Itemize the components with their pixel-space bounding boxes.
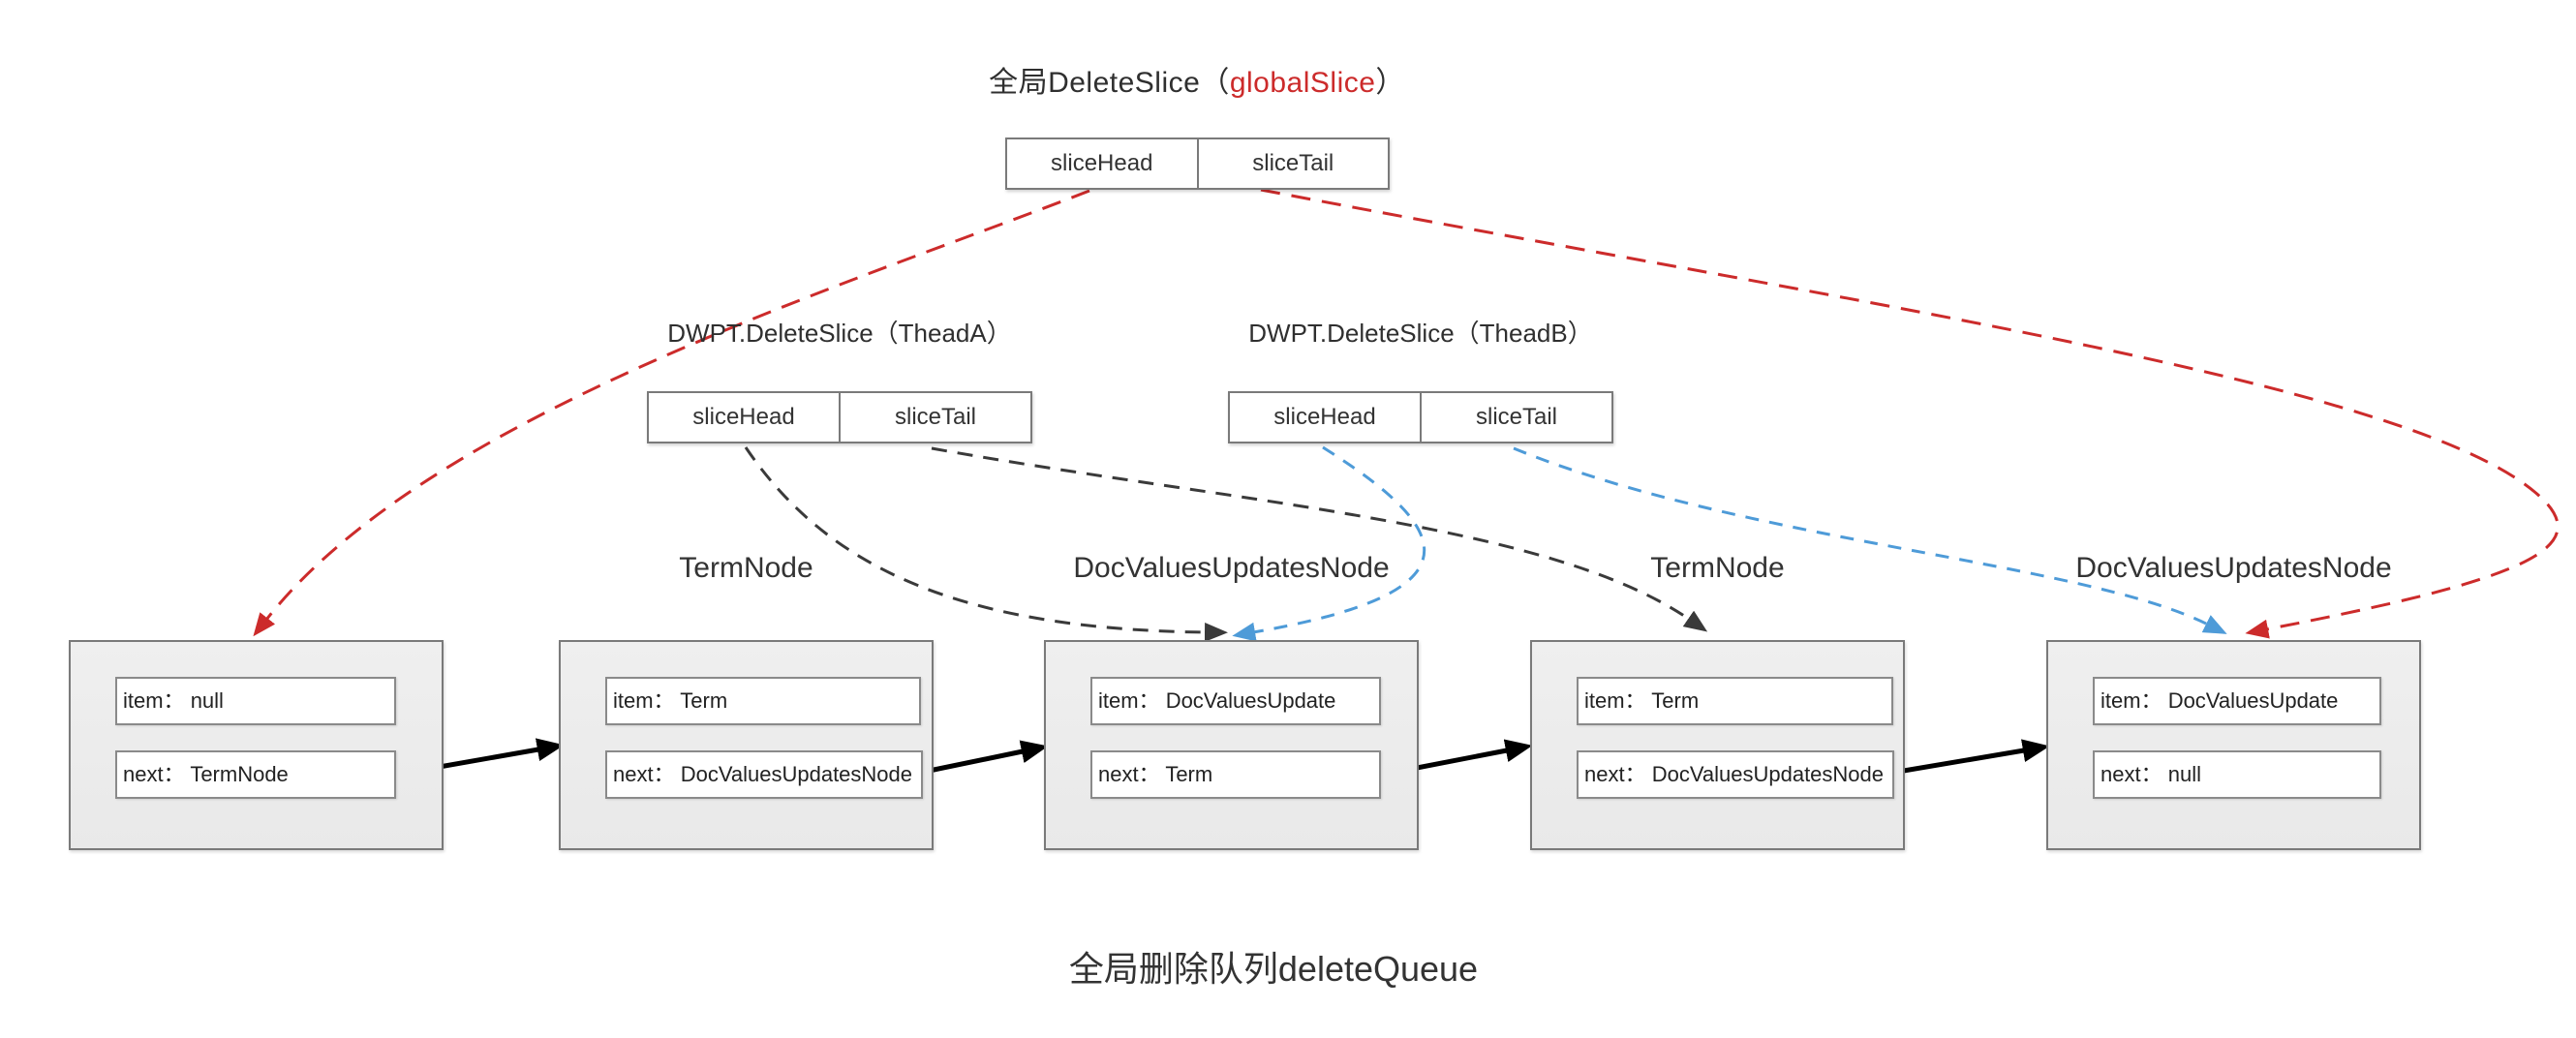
queue-node-1: item： null next： TermNode <box>69 640 444 850</box>
thread-a-slicehead-cell: sliceHead <box>692 404 795 430</box>
global-slice-title-suffix: ） <box>1375 67 1405 99</box>
queue-node-5: item： DocValuesUpdate next： null <box>2046 640 2421 850</box>
node1-next-row: next： TermNode <box>115 750 396 799</box>
node5-item-row: item： DocValuesUpdate <box>2093 677 2381 725</box>
node3-next-value: Term <box>1165 762 1213 786</box>
next-field-label: next： <box>123 762 185 786</box>
node4-next-row: next： DocValuesUpdatesNode <box>1577 750 1894 799</box>
node2-item-row: item： Term <box>605 677 921 725</box>
node3-item-value: DocValuesUpdate <box>1165 688 1336 713</box>
next-field-label: next： <box>1098 762 1160 786</box>
next-field-label: next： <box>2101 762 2162 786</box>
item-field-label: item： <box>613 688 675 713</box>
node5-item-value: DocValuesUpdate <box>2167 688 2339 713</box>
node1-next-value: TermNode <box>190 762 289 786</box>
global-slice-table: sliceHead sliceTail <box>1005 137 1390 190</box>
node2-item-value: Term <box>680 688 728 713</box>
delete-queue-caption: 全局删除队列deleteQueue <box>1068 949 1479 989</box>
next-field-label: next： <box>1584 762 1646 786</box>
thread-a-slicetail-arrow <box>931 446 1708 632</box>
node2-type-label: TermNode <box>679 552 813 584</box>
node2-next-value: DocValuesUpdatesNode <box>680 762 913 786</box>
node4-item-row: item： Term <box>1577 677 1893 725</box>
global-slicehead-cell: sliceHead <box>1051 150 1153 176</box>
global-slice-title-highlight: globalSlice <box>1229 67 1376 99</box>
node4-type-label: TermNode <box>1650 552 1785 584</box>
item-field-label: item： <box>2101 688 2162 713</box>
item-field-label: item： <box>1098 688 1160 713</box>
thread-a-table: sliceHead sliceTail <box>647 391 1032 443</box>
thread-a-title: DWPT.DeleteSlice（TheadA） <box>667 319 1012 348</box>
node3-next-row: next： Term <box>1090 750 1381 799</box>
node2-next-row: next： DocValuesUpdatesNode <box>605 750 923 799</box>
node5-next-value: null <box>2167 762 2201 786</box>
node4-item-value: Term <box>1651 688 1700 713</box>
thread-b-table: sliceHead sliceTail <box>1228 391 1613 443</box>
next-field-label: next： <box>613 762 675 786</box>
global-slicetail-cell: sliceTail <box>1196 139 1389 188</box>
queue-node-4: item： Term next： DocValuesUpdatesNode <box>1530 640 1905 850</box>
thread-a-slicetail-cell: sliceTail <box>839 393 1030 442</box>
queue-node-2: item： Term next： DocValuesUpdatesNode <box>559 640 934 850</box>
item-field-label: item： <box>123 688 185 713</box>
thread-b-slicehead-arrow <box>1232 445 1426 642</box>
global-slice-title: 全局DeleteSlice（globalSlice） <box>810 58 1584 101</box>
global-slice-title-prefix: 全局DeleteSlice（ <box>989 67 1230 99</box>
thread-b-slicetail-cell: sliceTail <box>1420 393 1611 442</box>
thread-b-slicehead-cell: sliceHead <box>1273 404 1376 430</box>
node3-type-label: DocValuesUpdatesNode <box>1073 552 1390 584</box>
node5-next-row: next： null <box>2093 750 2381 799</box>
node5-type-label: DocValuesUpdatesNode <box>2075 552 2392 584</box>
node1-item-value: null <box>190 688 224 713</box>
item-field-label: item： <box>1584 688 1646 713</box>
node1-item-row: item： null <box>115 677 396 725</box>
thread-a-slicehead-arrow <box>744 446 1228 642</box>
node3-item-row: item： DocValuesUpdate <box>1090 677 1381 725</box>
thread-b-title: DWPT.DeleteSlice（TheadB） <box>1248 319 1593 348</box>
thread-b-slicetail-arrow <box>1513 446 2227 634</box>
node4-next-value: DocValuesUpdatesNode <box>1651 762 1885 786</box>
queue-node-3: item： DocValuesUpdate next： Term <box>1044 640 1419 850</box>
